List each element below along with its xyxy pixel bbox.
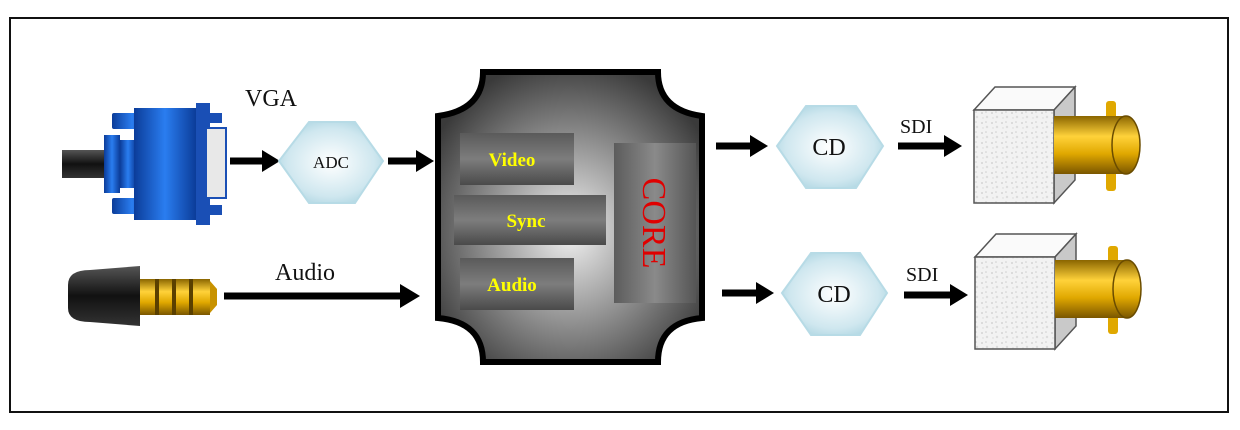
bnc-connector-icon	[972, 85, 1141, 205]
sdi-bottom-label: SDI	[906, 264, 938, 286]
arrow-adc-to-core	[388, 150, 434, 172]
arrow-core-to-cd-bottom	[722, 282, 774, 304]
core-label: CORE	[635, 178, 672, 269]
cd-bottom-label: CD	[817, 282, 850, 308]
adc-label: ADC	[313, 153, 349, 172]
arrow-vga-to-adc	[230, 150, 280, 172]
arrow-audio-to-core	[224, 284, 420, 308]
core-block	[614, 143, 696, 303]
sync-block	[454, 195, 606, 245]
adc-hexagon	[277, 121, 385, 204]
video-block	[460, 133, 574, 185]
audio-jack-icon	[68, 266, 217, 326]
sdi-top-label: SDI	[900, 116, 932, 138]
bnc-connector-icon	[973, 232, 1142, 351]
cd-top-hexagon	[775, 105, 885, 189]
audio-block-label: Audio	[487, 275, 537, 296]
vga-label: VGA	[245, 86, 298, 112]
vga-plug-icon	[62, 103, 227, 225]
arrow-cd-to-sdi-top	[898, 135, 962, 157]
video-label: Video	[489, 150, 536, 171]
audio-block	[460, 258, 574, 310]
arrow-cd-to-sdi-bottom	[904, 284, 968, 306]
audio-input-label: Audio	[275, 260, 335, 286]
sync-label: Sync	[506, 211, 545, 232]
arrow-core-to-cd-top	[716, 135, 768, 157]
cd-top-label: CD	[812, 135, 845, 161]
cd-bottom-hexagon	[780, 252, 889, 336]
